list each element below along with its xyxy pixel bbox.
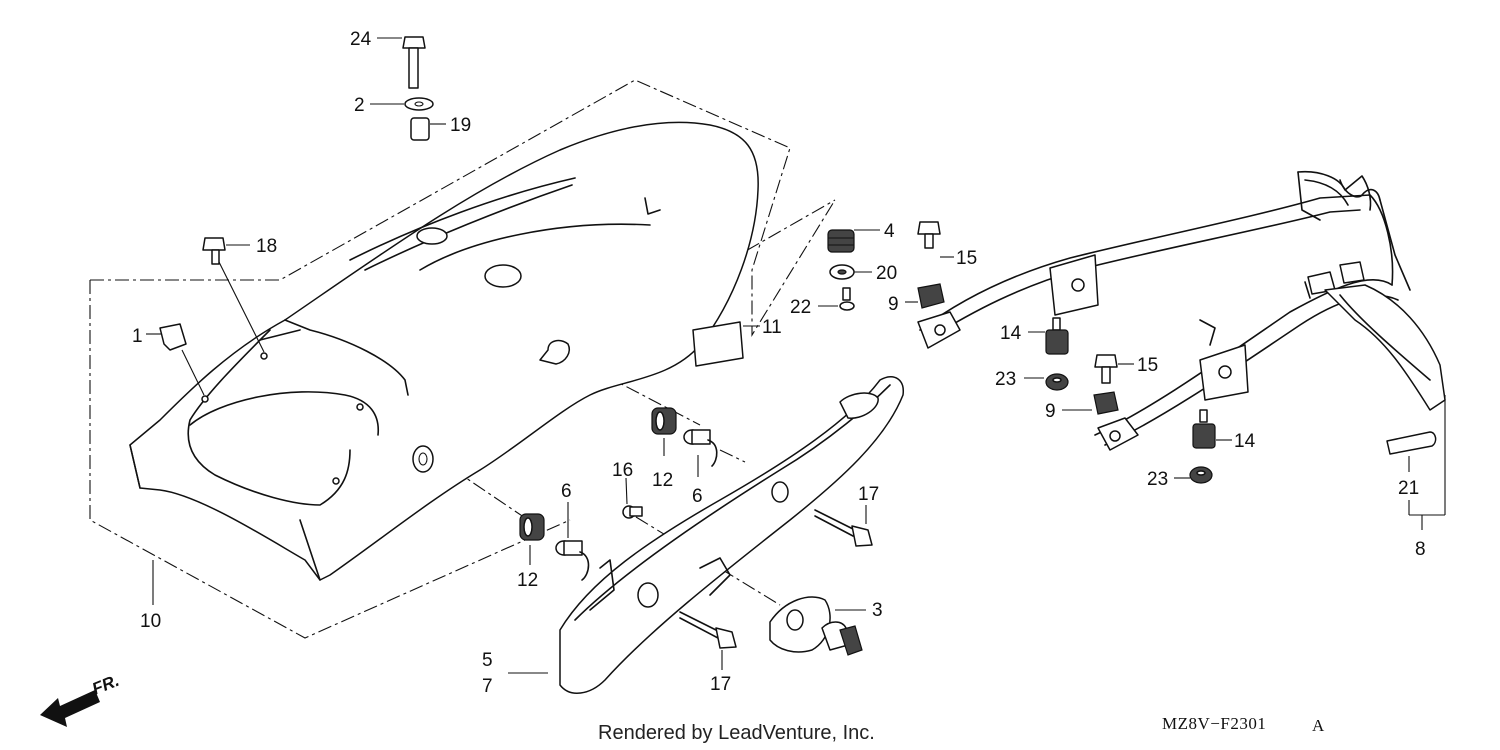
bolt-17-upper	[814, 505, 873, 547]
callout-12-lower: 12	[517, 570, 538, 591]
front-label: FR.	[89, 671, 122, 699]
seat-lock	[769, 596, 866, 656]
reflector	[692, 321, 760, 367]
callout-17-upper: 17	[858, 484, 879, 505]
callout-3: 3	[872, 600, 883, 621]
bushing-12-upper	[651, 407, 677, 456]
collar-6-lower	[555, 502, 590, 581]
diagram-code: MZ8V−F2301	[1162, 714, 1266, 733]
callout-15-lower: 15	[1137, 355, 1158, 376]
callout-21: 21	[1398, 478, 1419, 499]
grab-rail-hardware-upper	[905, 221, 1069, 391]
callout-20: 20	[876, 263, 897, 284]
screw-16	[622, 477, 643, 519]
credit-text: Rendered by LeadVenture, Inc.	[598, 722, 875, 744]
bushing-12-lower	[519, 513, 545, 565]
pipe-21	[1386, 395, 1446, 530]
callout-4: 4	[884, 221, 895, 242]
rear-fender	[129, 121, 759, 581]
bolt-stack-top	[370, 36, 446, 141]
callout-14-upper: 14	[1000, 323, 1022, 344]
callout-5: 5	[482, 650, 493, 671]
callout-6-upper: 6	[692, 486, 703, 507]
callout-22: 22	[790, 297, 811, 318]
seat-bracket	[508, 376, 904, 694]
callout-19: 19	[450, 115, 471, 136]
grab-rail	[917, 170, 1446, 451]
callout-15-upper: 15	[956, 248, 977, 269]
callout-11: 11	[762, 317, 782, 338]
grab-rail-hardware-lower	[1062, 354, 1232, 484]
callout-10: 10	[140, 611, 161, 632]
callout-23-upper: 23	[995, 369, 1016, 390]
callout-9-lower: 9	[1045, 401, 1056, 422]
callout-23-lower: 23	[1147, 469, 1168, 490]
callout-14-lower: 14	[1234, 431, 1256, 452]
mount-rubbers	[818, 229, 880, 311]
callout-17-lower: 17	[710, 674, 731, 695]
bolt-18	[202, 237, 265, 353]
callout-16: 16	[612, 460, 633, 481]
callout-2: 2	[354, 95, 365, 116]
callout-labels: 24 2 19 18 1 4 20 22 15 9 14 23 15 9 14 …	[132, 29, 1426, 697]
callout-24: 24	[350, 29, 372, 50]
callout-18: 18	[256, 236, 277, 257]
clip-1	[146, 323, 205, 396]
callout-9-upper: 9	[888, 294, 899, 315]
bolt-17-lower	[679, 611, 737, 670]
collar-6-upper	[683, 429, 718, 477]
diagram-code-suffix: A	[1312, 716, 1325, 735]
callout-12-upper: 12	[652, 470, 673, 491]
callout-7: 7	[482, 676, 493, 697]
callout-1: 1	[132, 326, 143, 347]
callout-8: 8	[1415, 539, 1426, 560]
callout-6-lower: 6	[561, 481, 572, 502]
front-arrow-icon: FR.	[40, 671, 122, 727]
